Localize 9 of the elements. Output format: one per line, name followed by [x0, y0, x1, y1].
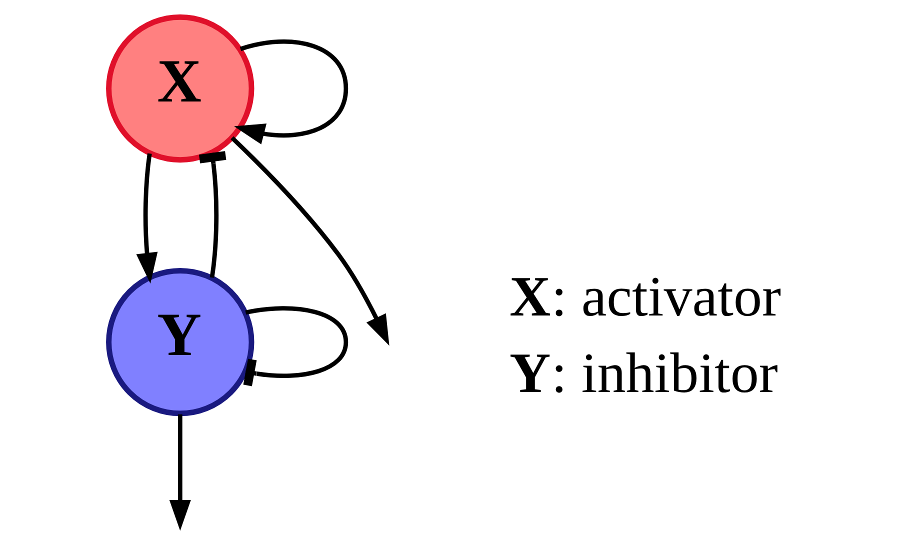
arrow [168, 414, 190, 531]
arrow [234, 39, 348, 144]
connector [198, 151, 226, 278]
label: Y: inhibitor [509, 342, 778, 406]
connector [242, 306, 348, 386]
label: X: activator [509, 265, 781, 328]
arrow [136, 153, 158, 284]
node-circle: Y [106, 268, 254, 416]
arrow [230, 136, 389, 346]
